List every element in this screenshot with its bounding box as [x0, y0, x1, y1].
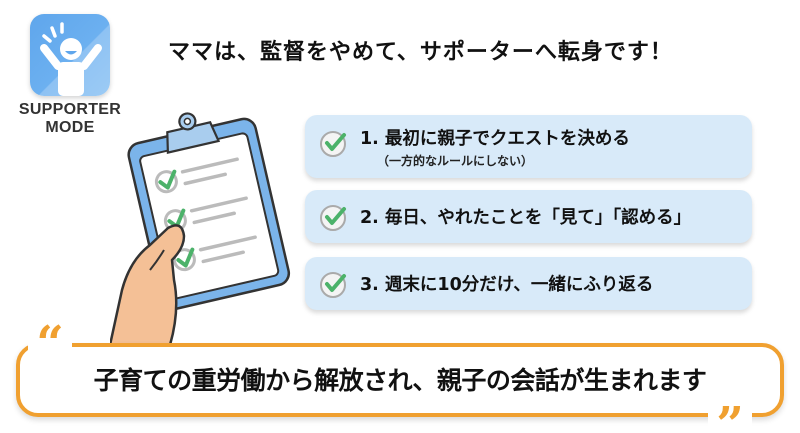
step-card-3: 3. 週末に10分だけ、一緒にふり返る — [305, 257, 752, 310]
checklist-item — [163, 196, 248, 233]
open-quote-icon: “ — [28, 318, 72, 370]
check-circle-icon — [320, 205, 346, 231]
checklist-item — [154, 157, 239, 194]
checklist-item — [172, 235, 257, 272]
step-subtitle: （一方的なルールにしない） — [377, 154, 534, 168]
clipboard-checklist-in-hand-icon — [110, 112, 291, 345]
quote-banner: 子育ての重労働から解放され、親子の会話が生まれます — [16, 343, 784, 417]
step-title: 2. 毎日、やれたことを「見て」「認める」 — [360, 208, 692, 228]
badge-label: SUPPORTER MODE — [6, 101, 134, 137]
cheering-person-icon — [40, 22, 102, 96]
headline: ママは、監督をやめて、サポーターへ転身です！ — [168, 40, 673, 65]
badge-label-line2: MODE — [45, 119, 95, 136]
close-quote-icon: ” — [708, 401, 752, 433]
badge-label-line1: SUPPORTER — [18, 101, 122, 118]
step-card-2: 2. 毎日、やれたことを「見て」「認める」 — [305, 190, 752, 243]
step-card-1: 1. 最初に親子でクエストを決める （一方的なルールにしない） — [305, 115, 752, 178]
step-title: 1. 最初に親子でクエストを決める — [360, 129, 630, 149]
step-title: 3. 週末に10分だけ、一緒にふり返る — [360, 275, 654, 295]
check-circle-icon — [320, 272, 346, 298]
check-circle-icon — [320, 131, 346, 157]
hand-icon — [110, 224, 186, 345]
supporter-mode-badge — [30, 14, 110, 96]
quote-text: 子育ての重労働から解放され、親子の会話が生まれます — [93, 366, 707, 395]
